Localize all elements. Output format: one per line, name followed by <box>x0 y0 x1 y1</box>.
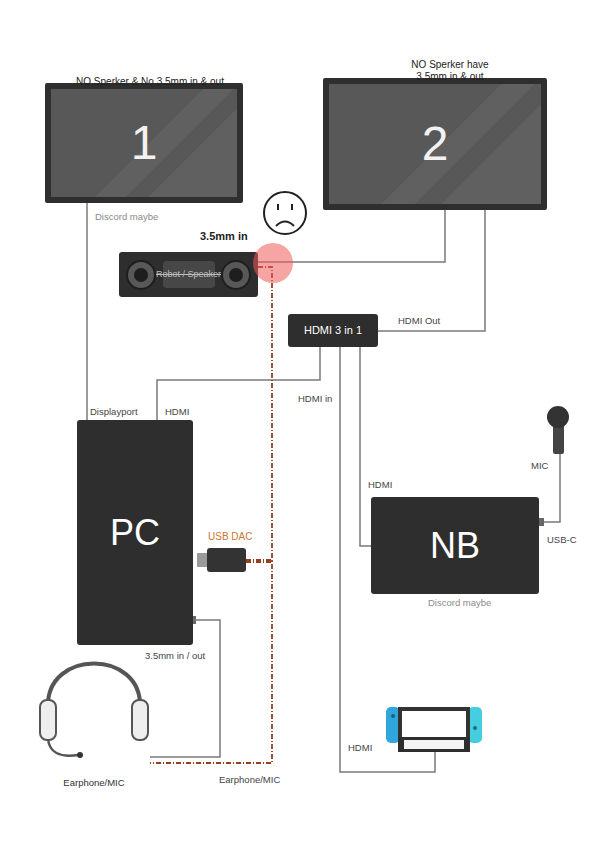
device-name: Robot / Speaker <box>156 269 221 279</box>
monitor-note: NO Sperker have 3.5mm in & out <box>395 59 505 82</box>
port-label: 3.5mm in <box>200 230 248 242</box>
notebook: NB <box>371 497 539 594</box>
sad-face-eye <box>277 204 279 210</box>
sad-face <box>264 192 306 234</box>
sad-face-mouth <box>276 222 294 227</box>
cable-label: Earphone/MIC <box>219 775 280 785</box>
switch-dock-front <box>404 740 464 749</box>
mic-tip <box>77 752 83 758</box>
cable <box>157 347 320 420</box>
note: Discord maybe <box>428 598 491 608</box>
port-label: Displayport <box>90 407 138 417</box>
monitor-number: 2 <box>422 116 449 171</box>
monitor-screen: NO Sperker & No 3.5mm in & out1 <box>45 83 243 203</box>
port-label: HDMI Out <box>398 316 440 326</box>
hdmi-switch: HDMI 3 in 1 <box>288 314 378 347</box>
port-label: HDMI in <box>298 394 332 404</box>
speaker-cone-center <box>134 268 148 282</box>
usb-dac-drawing <box>197 548 246 572</box>
mic-head <box>547 406 569 428</box>
device-name: NB <box>430 525 480 566</box>
joycon-right <box>468 707 482 743</box>
joycon-stick <box>391 714 395 718</box>
cable <box>258 210 445 262</box>
switch-screen <box>402 711 466 739</box>
cable <box>360 347 371 546</box>
port-label: USB-C <box>547 535 577 545</box>
mic-handle <box>553 424 564 454</box>
speaker-cone <box>222 261 250 289</box>
port-label: 3.5mm in / out <box>145 651 205 661</box>
cable <box>86 203 88 420</box>
device-name: Earphone/MIC <box>28 778 160 789</box>
headset: Earphone/MIC <box>38 655 150 765</box>
monitor-screen: NO Sperker have 3.5mm in & out2 <box>323 78 547 210</box>
speaker-cone-center <box>229 268 243 282</box>
switch-dock <box>398 737 470 752</box>
speaker-cone <box>127 261 155 289</box>
cable <box>378 210 485 331</box>
usb-dac: USB DAC <box>197 548 246 572</box>
cable-label: MIC <box>531 461 548 471</box>
speaker-device: Robot / Speaker <box>119 252 258 297</box>
port-label: HDMI <box>165 407 189 417</box>
device-name: HDMI 3 in 1 <box>304 324 362 337</box>
usb-audio-cable <box>246 267 272 562</box>
usb-plug <box>197 553 208 567</box>
problem-highlight <box>253 243 293 283</box>
headset-drawing <box>38 655 150 765</box>
ear-cup <box>132 700 148 740</box>
pc-tower: PC <box>77 420 193 645</box>
monitor-number: 1 <box>131 115 158 170</box>
mic-boom <box>48 739 78 756</box>
note: Discord maybe <box>95 212 158 222</box>
joycon-left <box>386 707 400 743</box>
port-label: HDMI <box>368 480 392 490</box>
device-name: PC <box>110 512 160 553</box>
headset-band <box>48 664 140 708</box>
monitor-note: NO Sperker & No 3.5mm in & out <box>20 76 280 88</box>
usb-dac-body <box>207 548 246 572</box>
sad-face-eye <box>291 204 293 210</box>
cable-label: HDMI <box>348 743 372 753</box>
ear-cup <box>40 700 56 740</box>
joycon-stick <box>473 726 477 730</box>
device-name: USB DAC <box>208 531 252 543</box>
